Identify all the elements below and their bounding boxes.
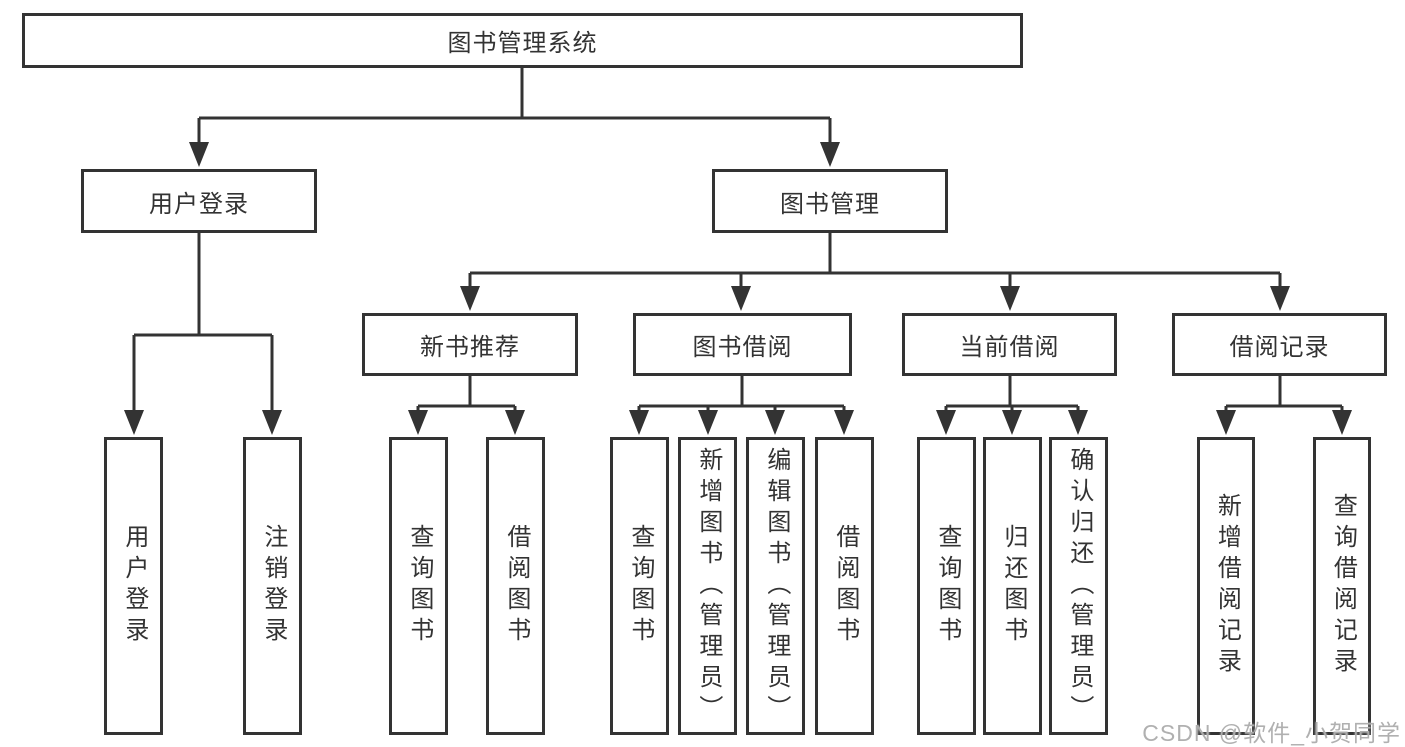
node-new-book-recommend-label: 新书推荐	[420, 334, 520, 361]
leaf-borrow-books-recommend: 借阅图书	[486, 437, 545, 735]
leaf-confirm-return-admin: 确认归还（管理员）	[1049, 437, 1108, 735]
leaf-add-book-admin-label: 新增图书（管理员）	[694, 446, 722, 726]
leaf-add-borrow-record: 新增借阅记录	[1197, 437, 1255, 735]
node-root-label: 图书管理系统	[447, 30, 598, 57]
leaf-logout: 注销登录	[243, 437, 302, 735]
node-borrow-records: 借阅记录	[1172, 313, 1387, 376]
node-current-borrow: 当前借阅	[902, 313, 1117, 376]
leaf-add-borrow-record-label: 新增借阅记录	[1213, 493, 1241, 679]
leaf-query-borrow-record-label: 查询借阅记录	[1329, 493, 1357, 679]
leaf-query-borrow-record: 查询借阅记录	[1313, 437, 1371, 735]
leaf-logout-label: 注销登录	[259, 524, 287, 648]
leaf-query-books-recommend-label: 查询图书	[405, 524, 433, 648]
node-root: 图书管理系统	[22, 13, 1023, 68]
node-current-borrow-label: 当前借阅	[959, 334, 1060, 361]
csdn-watermark: CSDN @软件_小贺同学	[1142, 720, 1401, 746]
leaf-query-books-borrow-label: 查询图书	[626, 524, 654, 648]
leaf-query-books-borrow: 查询图书	[610, 437, 669, 735]
leaf-user-login-label: 用户登录	[120, 524, 148, 648]
node-book-borrow: 图书借阅	[633, 313, 852, 376]
node-borrow-records-label: 借阅记录	[1229, 334, 1330, 361]
leaf-add-book-admin: 新增图书（管理员）	[678, 437, 737, 735]
leaf-borrow-books-borrow-label: 借阅图书	[831, 524, 859, 648]
leaf-query-books-recommend: 查询图书	[389, 437, 448, 735]
node-book-borrow-label: 图书借阅	[692, 334, 793, 361]
leaf-query-books-current-label: 查询图书	[933, 524, 961, 648]
node-user-login: 用户登录	[81, 169, 317, 233]
leaf-edit-book-admin-label: 编辑图书（管理员）	[762, 446, 790, 726]
node-book-management-label: 图书管理	[780, 190, 880, 218]
node-book-management: 图书管理	[712, 169, 948, 233]
node-new-book-recommend: 新书推荐	[362, 313, 578, 376]
leaf-return-book: 归还图书	[983, 437, 1042, 735]
leaf-return-book-label: 归还图书	[999, 524, 1027, 648]
node-user-login-label: 用户登录	[149, 190, 249, 218]
leaf-borrow-books-recommend-label: 借阅图书	[502, 524, 530, 648]
leaf-query-books-current: 查询图书	[917, 437, 976, 735]
leaf-user-login: 用户登录	[104, 437, 163, 735]
leaf-borrow-books-borrow: 借阅图书	[815, 437, 874, 735]
leaf-edit-book-admin: 编辑图书（管理员）	[746, 437, 805, 735]
leaf-confirm-return-admin-label: 确认归还（管理员）	[1065, 446, 1093, 726]
